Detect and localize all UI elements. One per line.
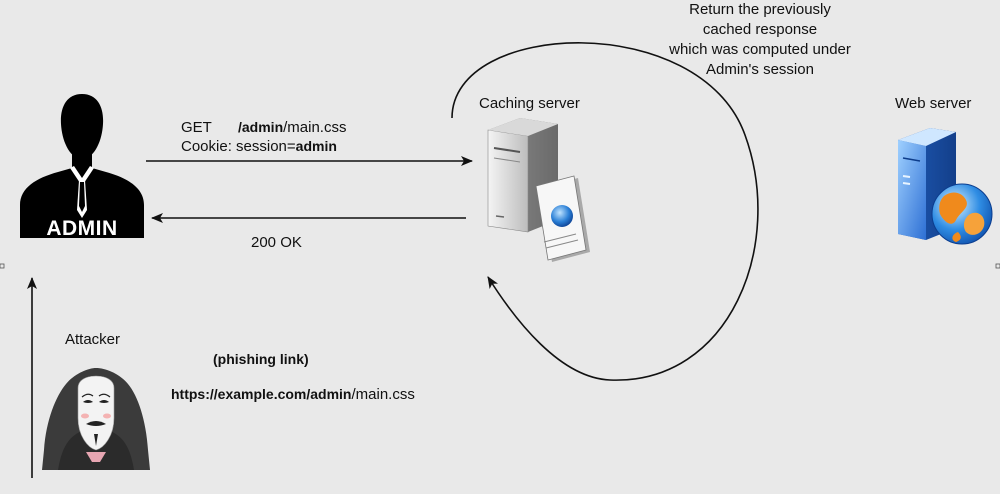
phishing-url[interactable]: https://example.com/admin/main.css — [171, 385, 415, 404]
admin-badge: ADMIN — [46, 217, 118, 240]
attacker-label: Attacker — [65, 331, 121, 348]
request-path-bold: /admin — [238, 119, 284, 135]
cache-note-line-4: Admin's session — [706, 61, 814, 78]
cache-note-line-2: cached response — [702, 21, 818, 38]
phishing-label: (phishing link) — [213, 351, 309, 367]
response-label: 200 OK — [251, 234, 302, 251]
request-cookie: Cookie: session=admin — [181, 137, 337, 156]
request-get-label: GET — [181, 119, 212, 136]
phishing-url-bold: https://example.com/admin — [171, 386, 352, 402]
caching-server-label: Caching server — [479, 95, 580, 112]
cookie-prefix: Cookie: session= — [181, 138, 296, 155]
web-server-label: Web server — [895, 95, 972, 112]
request-path: /admin/main.css — [238, 118, 346, 137]
cache-note: Return the previously cached response wh… — [640, 0, 880, 80]
cache-note-line-3: which was computed under — [669, 41, 851, 58]
cache-note-line-1: Return the previously — [689, 1, 831, 18]
cache-loop-arrow — [451, 42, 759, 381]
request-path-rest: /main.css — [283, 119, 347, 136]
cookie-value: admin — [295, 138, 337, 154]
phishing-url-rest: /main.css — [351, 386, 415, 403]
